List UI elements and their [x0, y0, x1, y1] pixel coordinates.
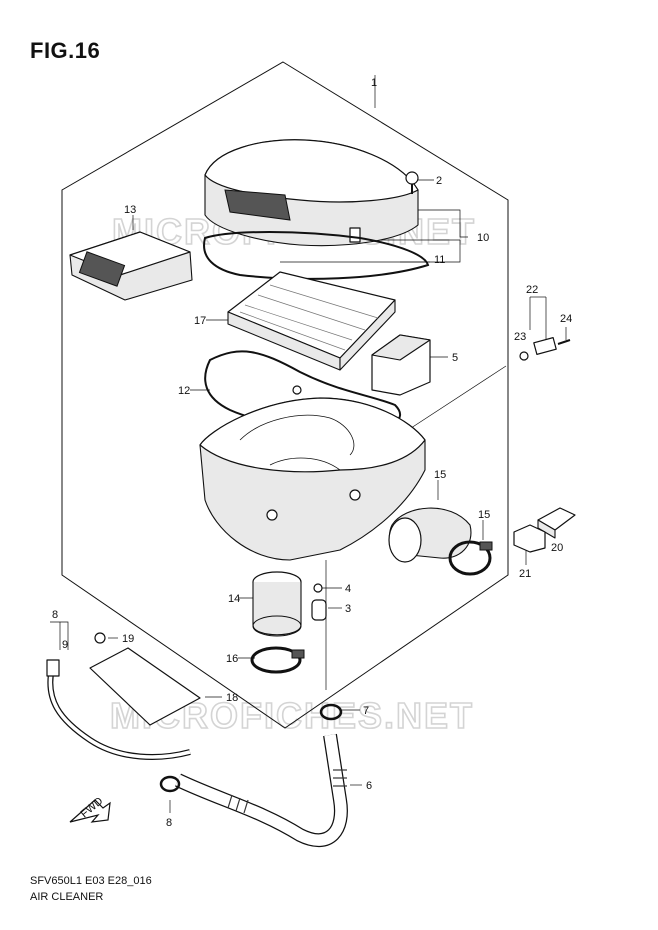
callout-18: 18: [226, 692, 238, 704]
part-10-screw: [405, 171, 419, 194]
fwd-arrow-icon: FWD: [69, 795, 111, 823]
part-20-sensor: [537, 507, 576, 539]
callout-10: 2: [436, 175, 442, 187]
callout-19: 19: [122, 633, 134, 645]
part-12-clip: [313, 583, 323, 593]
leader-lines: [50, 75, 567, 813]
part-15-clamp-lower: [159, 775, 181, 793]
figure-title: FIG.16: [30, 38, 101, 63]
callout-13: 5: [452, 352, 458, 364]
part-14-hose: [174, 733, 348, 847]
part-15-clamp-upper: [319, 703, 343, 721]
callout-9: 17: [194, 315, 206, 327]
callout-21: 21: [519, 568, 531, 580]
part-6-joint: [252, 571, 302, 637]
part-3-gasket: [203, 231, 430, 280]
part-1-case: [199, 385, 426, 561]
callout-15-upper: 7: [363, 705, 369, 717]
callout-1: 1: [371, 77, 377, 89]
part-16-drain-tube: [46, 659, 191, 760]
callout-24: 24: [560, 313, 572, 325]
part-8-clamp-left: [250, 646, 305, 674]
part-7-duct: [388, 507, 472, 563]
callout-16: 8: [52, 609, 58, 621]
part-9-filter: [227, 271, 396, 371]
part-cover: [204, 139, 419, 247]
callout-8-left: 16: [226, 653, 238, 665]
callout-numbers: 1 10 11 12 13 14 15 15 16 17 2 3 4 5 6 7…: [52, 77, 572, 829]
callout-15-lower: 8: [166, 817, 172, 829]
callout-7: 15: [434, 469, 446, 481]
part-19-screw: [94, 632, 106, 644]
callout-8-right: 15: [478, 509, 490, 521]
figure-name: AIR CLEANER: [30, 891, 104, 903]
part-21-bracket: [513, 524, 546, 553]
callout-17: 9: [62, 639, 68, 651]
part-22-sensor: [519, 337, 571, 361]
part-11-plug: [311, 599, 327, 621]
callout-3: 11: [434, 254, 445, 266]
assembly-boundary: [61, 61, 509, 729]
callout-5: 13: [124, 204, 136, 216]
part-5-intake-funnel: [69, 231, 193, 301]
callout-11: 3: [345, 603, 351, 615]
part-8-clamp-right: [448, 540, 493, 576]
callout-22: 22: [526, 284, 538, 296]
callout-2: 10: [477, 232, 489, 244]
callout-4: 12: [178, 385, 190, 397]
part-13-foam: [371, 334, 431, 396]
callout-12: 4: [345, 583, 351, 595]
callout-14: 6: [366, 780, 372, 792]
figure-code: SFV650L1 E03 E28_016: [30, 875, 152, 887]
callout-20: 20: [551, 542, 563, 554]
part-18-plate: [89, 647, 201, 726]
callout-23: 23: [514, 331, 526, 343]
callout-6: 14: [228, 593, 240, 605]
